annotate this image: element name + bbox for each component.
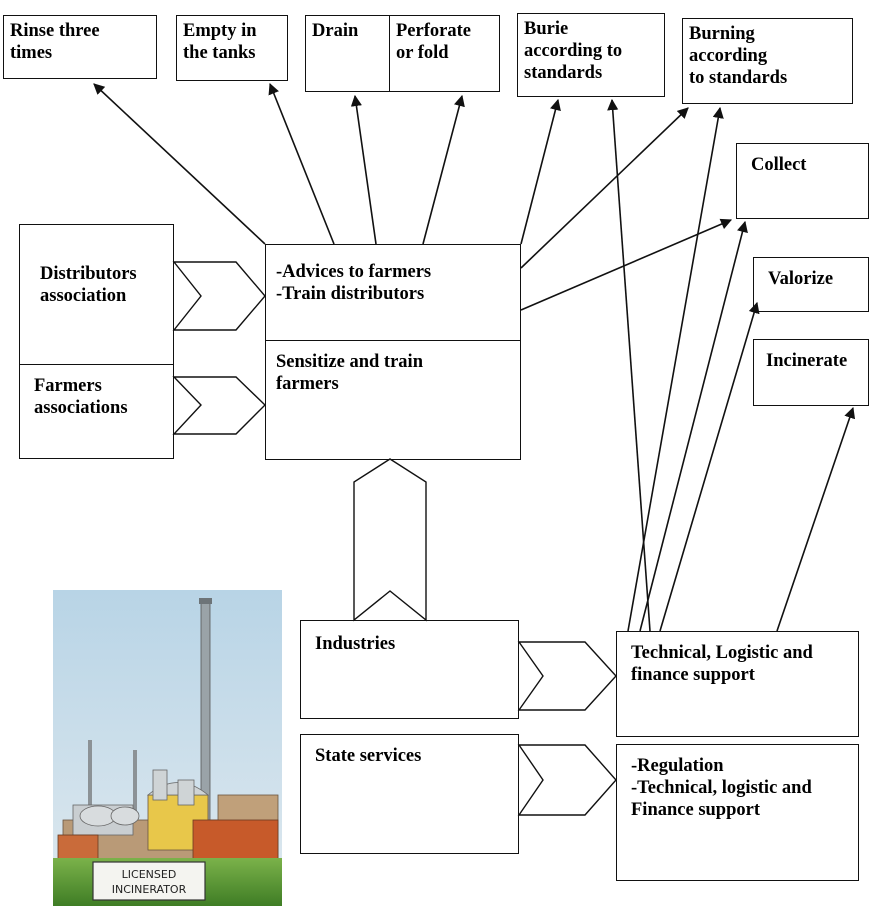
distributors-association-box: Distributors association bbox=[19, 224, 174, 366]
arrow-tech-to-incinerate bbox=[776, 406, 856, 632]
perforate-or-fold-label: Perforate or fold bbox=[396, 21, 471, 63]
burning-box: Burning according to standards bbox=[682, 18, 853, 104]
collect-label: Collect bbox=[751, 155, 807, 175]
arrow-to-collect bbox=[520, 218, 733, 311]
arrow-to-burie bbox=[520, 98, 561, 245]
chevron-industries-up bbox=[353, 458, 427, 622]
incinerate-label: Incinerate bbox=[766, 351, 848, 371]
sensitize-box: Sensitize and train farmers bbox=[265, 340, 521, 460]
industries-box: Industries bbox=[300, 620, 519, 719]
sign-line-2: INCINERATOR bbox=[112, 883, 187, 896]
collect-box: Collect bbox=[736, 143, 869, 219]
burie-box: Burie according to standards bbox=[517, 13, 665, 97]
chevron-state-to-regulation bbox=[517, 744, 617, 816]
empty-in-tanks-label: Empty in the tanks bbox=[183, 21, 257, 63]
industries-label: Industries bbox=[315, 634, 396, 654]
empty-in-tanks-box: Empty in the tanks bbox=[176, 15, 288, 81]
sensitize-label: Sensitize and train farmers bbox=[276, 352, 423, 394]
state-services-box: State services bbox=[300, 734, 519, 854]
chevron-distributors-to-advice bbox=[172, 261, 266, 331]
technical-support-box: Technical, Logistic and finance support bbox=[616, 631, 859, 737]
arrow-tech-to-collect bbox=[639, 220, 748, 632]
arrow-to-rinse bbox=[93, 83, 266, 245]
drain-label: Drain bbox=[312, 21, 359, 41]
arrow-tech-to-burning bbox=[627, 106, 724, 632]
advice-box: -Advices to farmers -Train distributors bbox=[265, 244, 521, 342]
regulation-box: -Regulation -Technical, logistic and Fin… bbox=[616, 744, 859, 881]
advice-label: -Advices to farmers -Train distributors bbox=[276, 262, 432, 304]
rinse-three-times-label: Rinse three times bbox=[10, 21, 100, 63]
regulation-label: -Regulation -Technical, logistic and Fin… bbox=[631, 756, 812, 820]
burie-label: Burie according to standards bbox=[524, 19, 623, 83]
arrow-tech-to-valorize bbox=[659, 301, 760, 632]
rinse-three-times-box: Rinse three times bbox=[3, 15, 157, 79]
valorize-box: Valorize bbox=[753, 257, 869, 312]
drain-box: Drain bbox=[305, 15, 391, 92]
technical-support-label: Technical, Logistic and finance support bbox=[631, 643, 813, 685]
arrow-to-burning bbox=[520, 107, 689, 269]
distributors-association-label: Distributors association bbox=[40, 264, 137, 306]
chevron-farmers-to-sensitize bbox=[172, 376, 266, 435]
valorize-label: Valorize bbox=[768, 269, 834, 289]
incinerator-drawing: LICENSED INCINERATOR bbox=[53, 590, 282, 906]
state-services-label: State services bbox=[315, 746, 422, 766]
farmers-associations-label: Farmers associations bbox=[34, 376, 128, 418]
chevron-industries-to-technical bbox=[517, 641, 617, 711]
farmers-associations-box: Farmers associations bbox=[19, 364, 174, 459]
burning-label: Burning according to standards bbox=[689, 24, 788, 88]
incinerate-box: Incinerate bbox=[753, 339, 869, 406]
incinerator-illustration: LICENSED INCINERATOR bbox=[53, 590, 282, 906]
arrow-to-perforate bbox=[422, 94, 465, 245]
perforate-or-fold-box: Perforate or fold bbox=[389, 15, 500, 92]
sign-line-1: LICENSED bbox=[122, 868, 177, 881]
arrow-tech-to-burie bbox=[607, 98, 651, 632]
arrow-to-empty bbox=[268, 82, 335, 245]
arrow-to-drain bbox=[350, 94, 377, 245]
